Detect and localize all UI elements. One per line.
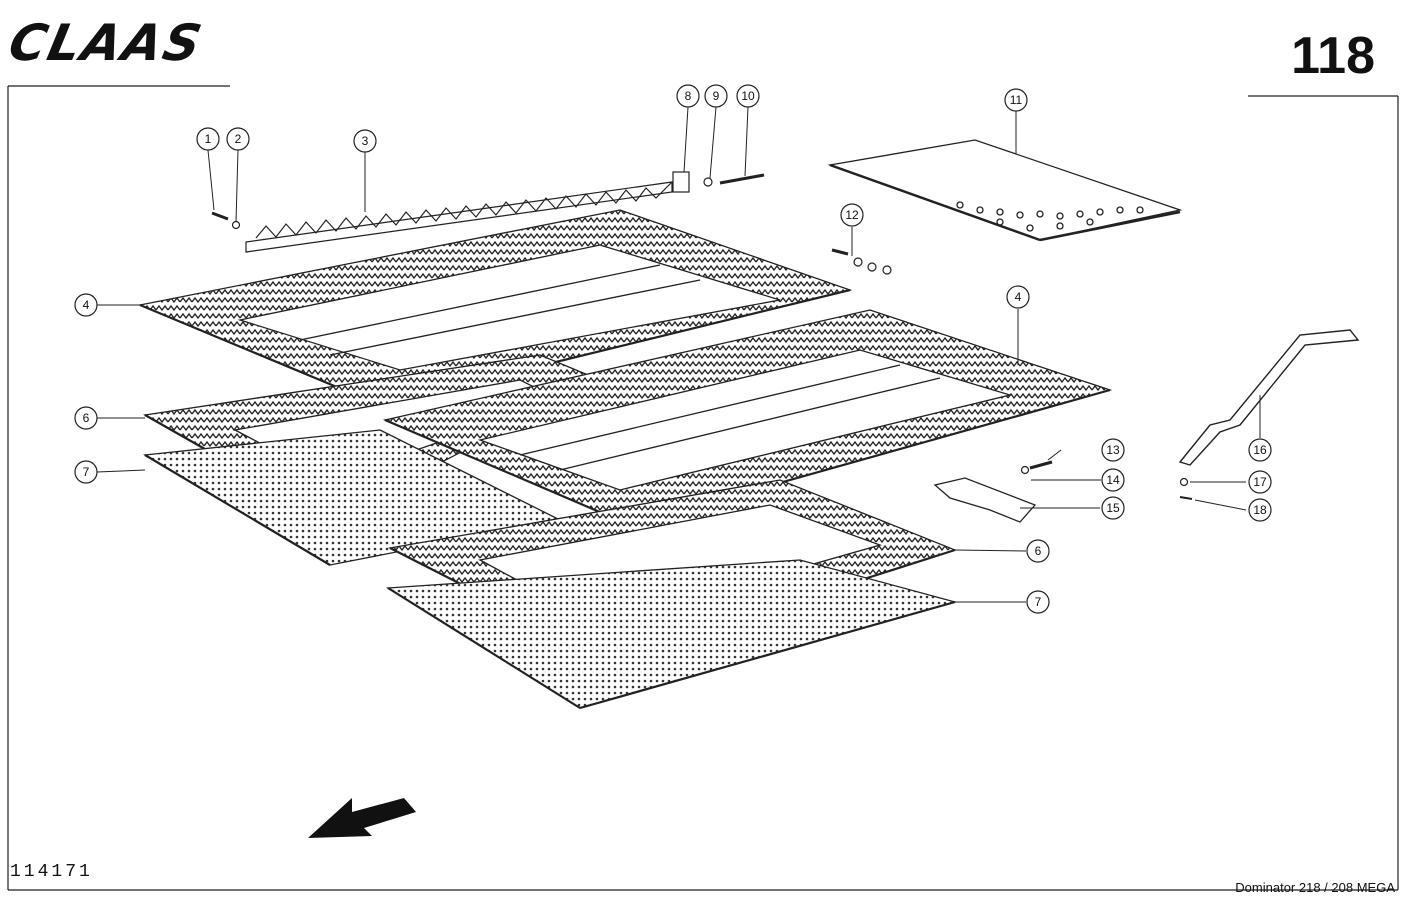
callout-circles [74,84,1272,614]
page-number: 118 [1291,27,1375,85]
callout-9: 9 [713,89,720,103]
part-4-upper-sieve-right [382,309,1113,527]
part-3-toothed-strip [245,181,673,253]
callout-6-left: 6 [83,411,90,425]
callout-12: 12 [845,208,859,222]
callout-18: 18 [1253,503,1267,517]
callout-4-right: 4 [1015,290,1022,304]
part-4-upper-sieve-left [137,209,853,407]
callout-11: 11 [1010,93,1023,107]
callout-10: 10 [741,89,755,103]
callout-2: 2 [235,132,242,146]
frame-lines [7,85,1399,891]
part-16-bent-rod [1178,329,1360,466]
callout-14: 14 [1106,473,1120,487]
drawing-number: 114171 [10,862,93,882]
travel-direction-arrow-icon [308,798,416,838]
leader-lines [96,106,1261,603]
model-name: Dominator 218 / 208 MEGA [1235,880,1395,895]
callout-1: 1 [205,132,212,146]
callout-17: 17 [1253,475,1267,489]
callout-16: 16 [1253,443,1267,457]
callout-7-left: 7 [83,465,90,479]
callout-3: 3 [362,134,369,148]
callout-8: 8 [685,89,692,103]
callout-6-right: 6 [1035,544,1042,558]
part-11-cover-plate [827,139,1183,242]
hardware-parts [211,171,1193,500]
callout-15: 15 [1106,501,1120,515]
callout-7-right: 7 [1035,595,1042,609]
callout-4-left: 4 [83,298,90,312]
callout-13: 13 [1106,443,1120,457]
part-15-bracket [933,477,1037,523]
part-7-grid-right [385,559,958,710]
